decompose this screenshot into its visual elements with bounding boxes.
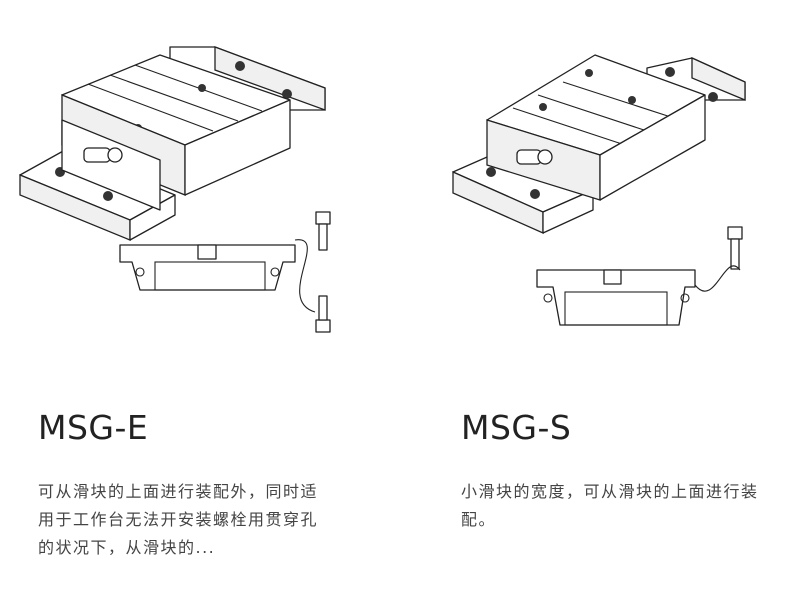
msg-e-guide-illustration xyxy=(19,46,331,333)
product-title[interactable]: MSG-E xyxy=(38,408,149,447)
product-description: 小滑块的宽度，可从滑块的上面进行装配。 xyxy=(461,482,759,529)
product-card-msg-s[interactable]: MSG-S 小滑块的宽度，可从滑块的上面进行装配。 xyxy=(395,0,790,600)
msg-s-guide-illustration xyxy=(452,54,746,326)
product-card-msg-e[interactable]: MSG-E 可从滑块的上面进行装配外，同时适用于工作台无法开安装螺栓用贯穿孔的状… xyxy=(0,0,395,600)
product-title[interactable]: MSG-S xyxy=(461,408,572,447)
product-description: 可从滑块的上面进行装配外，同时适用于工作台无法开安装螺栓用贯穿孔的状况下，从滑块… xyxy=(38,482,319,557)
